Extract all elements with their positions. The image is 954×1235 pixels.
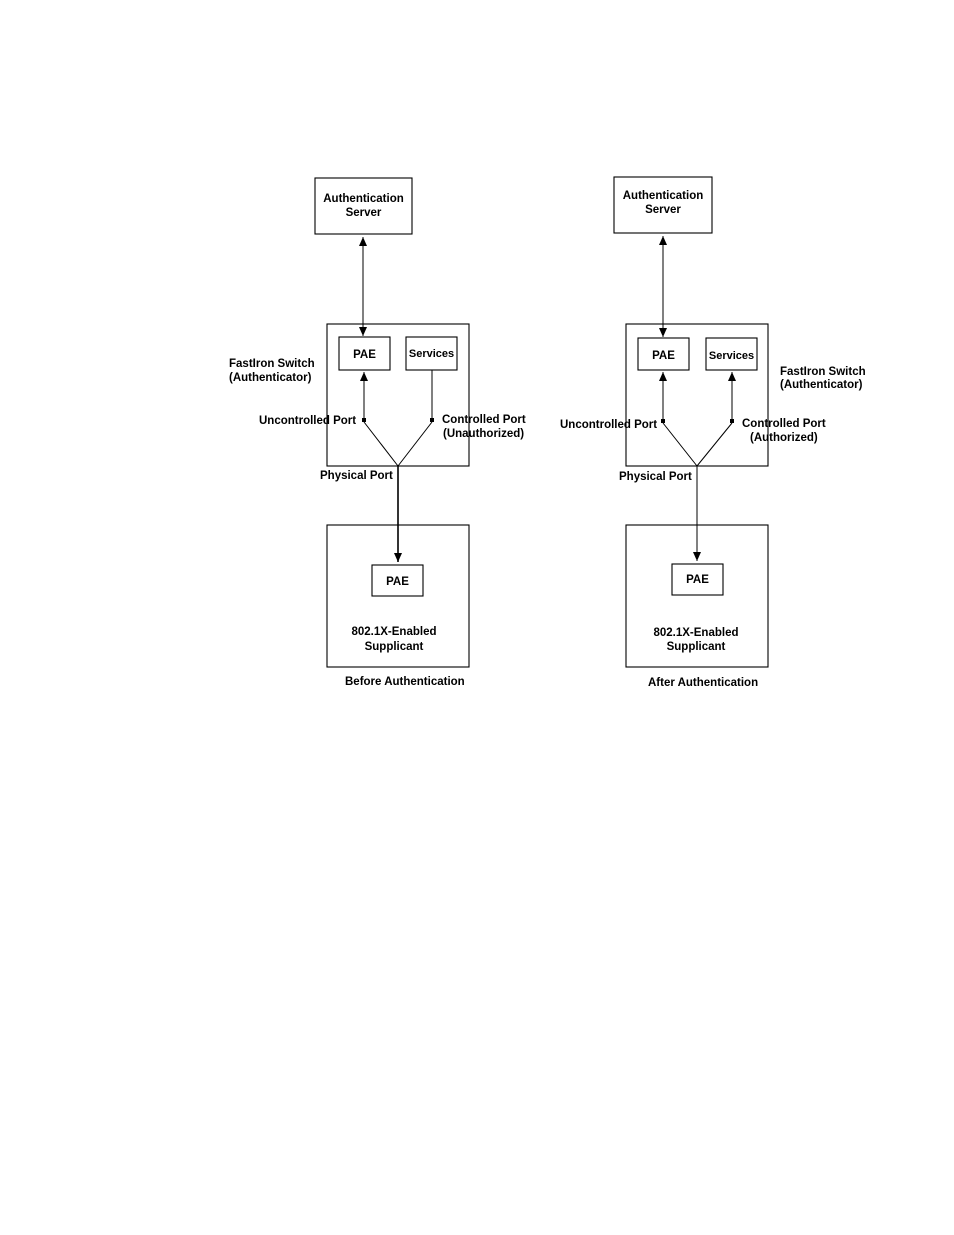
- after-supplicant-box: [625, 524, 769, 668]
- after-services-label: Services: [709, 350, 754, 362]
- before-controlled-port-dot: [430, 418, 434, 422]
- before-physical-port-label: Physical Port: [320, 470, 393, 482]
- before-uncontrolled-branch: [363, 421, 399, 467]
- before-switch-label-line1: FastIron Switch: [229, 358, 315, 370]
- after-uncontrolled-port-dot: [661, 419, 665, 423]
- before-services-label: Services: [409, 348, 454, 360]
- after-uncontrolled-port-label: Uncontrolled Port: [560, 419, 657, 431]
- after-supplicant-line1: 802.1X-Enabled: [653, 627, 738, 639]
- before-switch-label-line2: (Authenticator): [229, 372, 312, 384]
- before-switch-pae-box: [338, 336, 391, 371]
- before-controlled-port-label-line1: Controlled Port: [442, 414, 526, 426]
- before-switch-pae-label: PAE: [353, 349, 376, 361]
- before-switch-box: [326, 323, 470, 467]
- after-physical-port-label: Physical Port: [619, 471, 692, 483]
- after-caption: After Authentication: [648, 677, 758, 689]
- after-supplicant-pae-box: [671, 563, 724, 596]
- before-auth-server-line1: Authentication: [323, 193, 404, 205]
- before-supplicant-pae-box: [371, 564, 424, 597]
- after-auth-server-box: [613, 176, 713, 234]
- after-panel: Authentication Server FastIron Switch (A…: [560, 176, 866, 689]
- before-uncontrolled-port-dot: [362, 418, 366, 422]
- before-panel: Authentication Server FastIron Switch (A…: [229, 177, 526, 688]
- before-auth-server-line2: Server: [346, 207, 382, 219]
- after-switch-label-line1: FastIron Switch: [780, 366, 866, 378]
- after-switch-label-line2: (Authenticator): [780, 379, 863, 391]
- after-switch-pae-box: [637, 337, 690, 371]
- before-auth-server-box: [314, 177, 413, 235]
- after-controlled-port-dot: [730, 419, 734, 423]
- before-controlled-port-label-line2: (Unauthorized): [443, 428, 524, 440]
- before-caption: Before Authentication: [345, 676, 465, 688]
- after-supplicant-line2: Supplicant: [667, 641, 726, 653]
- before-uncontrolled-port-label: Uncontrolled Port: [259, 415, 356, 427]
- after-controlled-port-label-line1: Controlled Port: [742, 418, 826, 430]
- after-uncontrolled-branch: [662, 422, 698, 467]
- before-controlled-branch: [397, 421, 433, 467]
- after-supplicant-pae-label: PAE: [686, 574, 709, 586]
- after-controlled-port-label-line2: (Authorized): [750, 432, 818, 444]
- before-supplicant-box: [326, 524, 470, 668]
- before-supplicant-line2: Supplicant: [365, 641, 424, 653]
- after-controlled-branch: [696, 422, 733, 467]
- after-auth-server-line2: Server: [645, 204, 681, 216]
- before-supplicant-pae-label: PAE: [386, 576, 409, 588]
- after-switch-box: [625, 323, 769, 467]
- after-switch-pae-label: PAE: [652, 350, 675, 362]
- after-auth-server-line1: Authentication: [623, 190, 704, 202]
- after-services-box: [705, 337, 758, 371]
- before-supplicant-line1: 802.1X-Enabled: [351, 626, 436, 638]
